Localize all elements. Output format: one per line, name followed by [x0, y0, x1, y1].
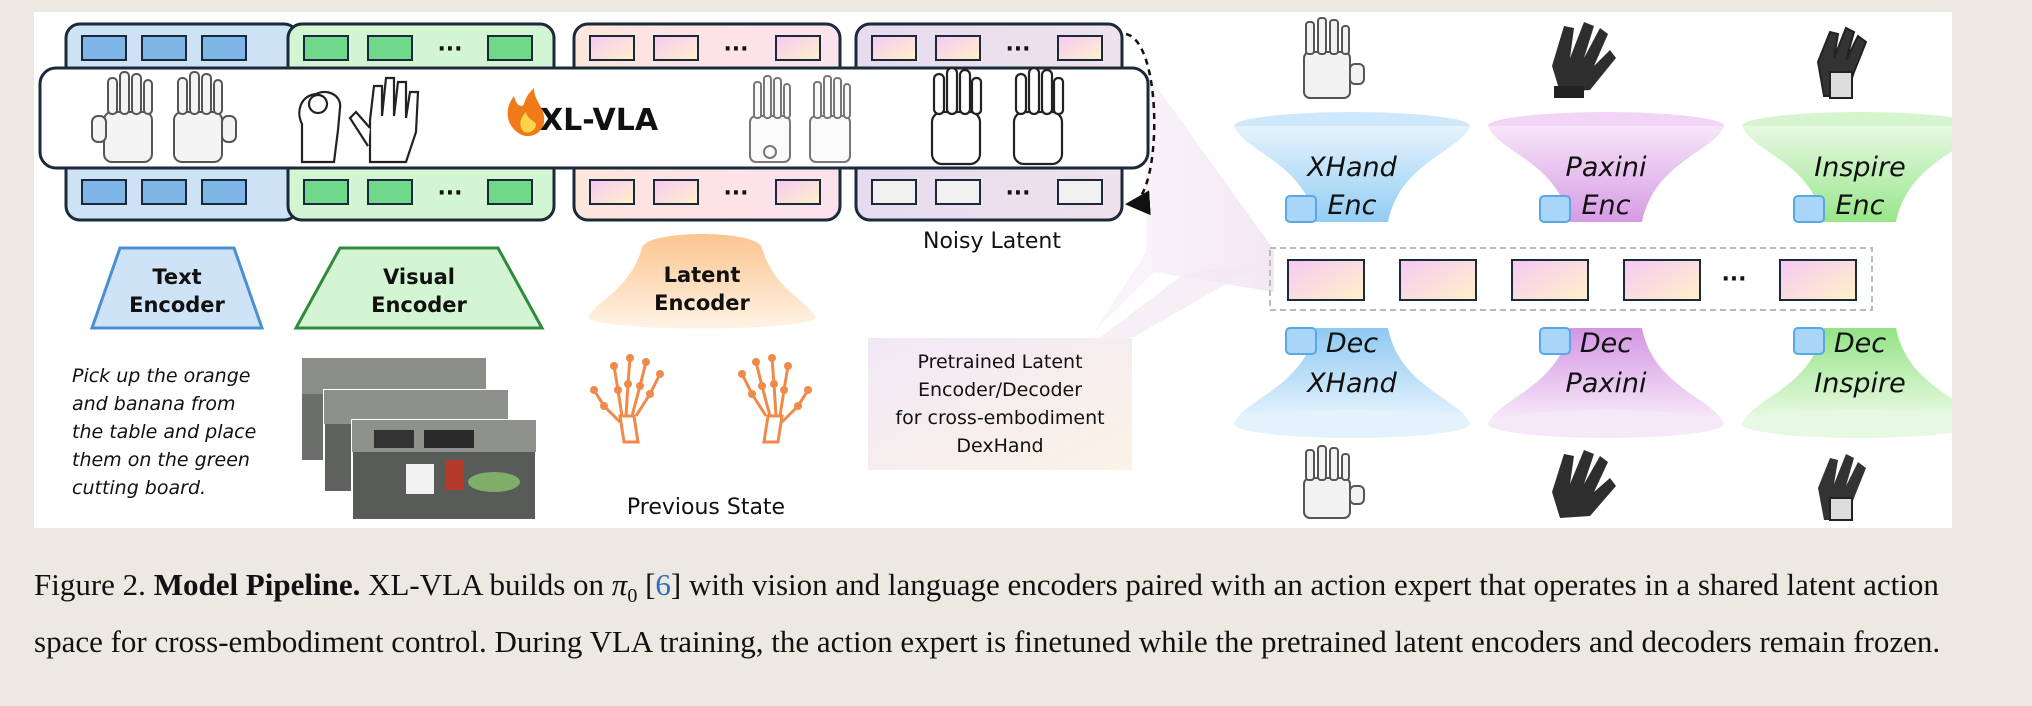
frozen-ice-icon — [1539, 195, 1571, 223]
flame-icon — [507, 88, 545, 137]
xhand-decoder: Dec XHand — [1234, 327, 1470, 438]
caption-title: Model Pipeline. — [153, 567, 361, 602]
paxini-decoder-line1: Dec — [1580, 328, 1632, 359]
figure-caption: Figure 2. Model Pipeline. XL-VLA builds … — [34, 562, 1964, 664]
paxini-decoder-line2: Paxini — [1566, 368, 1647, 399]
frozen-ice-icon — [1285, 327, 1317, 355]
noisy-latent-label: Noisy Latent — [923, 229, 1061, 254]
inspire-decoder-line2: Inspire — [1814, 368, 1906, 399]
banner-title: XL-VLA — [540, 103, 659, 138]
text-encoder-line2: Encoder — [129, 293, 225, 317]
denoise-feedback-arrow — [1125, 32, 1156, 216]
pipeline-figure: ··· ··· ··· ··· ··· ··· — [34, 12, 1952, 528]
inspire-decoder-line1: Dec — [1834, 328, 1886, 359]
frozen-ice-icon — [1285, 195, 1317, 223]
xhand-encoder-line2: Enc — [1327, 190, 1376, 221]
inspire-encoder-line2: Enc — [1835, 190, 1884, 221]
latent-ellipsis: ··· — [1721, 267, 1746, 292]
frozen-ice-icon — [1793, 327, 1825, 355]
inspire-encoder-line1: Inspire — [1814, 152, 1906, 183]
inspire-pair-icon — [749, 75, 851, 163]
caption-text-a: XL-VLA builds on — [368, 567, 605, 602]
paxini-encoder-line1: Paxini — [1566, 152, 1647, 183]
camera-frames-image — [302, 358, 537, 521]
outline-hand-pair-icon — [930, 66, 1065, 166]
xhand-decoder-line1: Dec — [1326, 328, 1378, 359]
svg-text:the table and place: the table and place — [72, 421, 256, 443]
xhand-robot-output-icon — [1303, 445, 1365, 519]
inspire-decoder: Dec Inspire — [1742, 327, 1952, 438]
caption-citation[interactable]: [6] — [645, 567, 682, 602]
projection-beam — [1094, 72, 1274, 332]
projection-beam-lower — [1094, 262, 1264, 342]
svg-text:them on the green: them on the green — [72, 449, 250, 471]
hand-skeleton-icon — [590, 354, 812, 444]
instruction-text: Pick up the orange and banana from the t… — [72, 365, 256, 499]
noisy-ellipsis-bottom: ··· — [1005, 181, 1030, 206]
svg-text:cutting board.: cutting board. — [72, 477, 206, 499]
visual-ellipsis-top: ··· — [437, 37, 462, 62]
previous-state-label: Previous State — [627, 495, 785, 520]
svg-text:Pretrained Latent: Pretrained Latent — [917, 351, 1082, 373]
pretrained-latent-box: Pretrained Latent Encoder/Decoder for cr… — [868, 338, 1132, 470]
text-encoder-line1: Text — [152, 265, 201, 289]
inspire-robot-icon — [1816, 26, 1868, 99]
latent-encoder: Latent Encoder — [588, 234, 816, 329]
paxini-encoder: Paxini Enc — [1488, 112, 1724, 223]
xhand-decoder-line2: XHand — [1305, 368, 1397, 399]
xhand-encoder: XHand Enc — [1234, 112, 1470, 223]
svg-text:for cross-embodiment: for cross-embodiment — [895, 407, 1104, 429]
caption-label: Figure 2. — [34, 567, 146, 602]
text-encoder: Text Encoder — [89, 246, 265, 330]
frozen-ice-icon — [1539, 327, 1571, 355]
visual-encoder: Visual Encoder — [293, 246, 545, 330]
hand-gesture-pair-icon — [298, 76, 420, 164]
svg-text:Encoder/Decoder: Encoder/Decoder — [918, 379, 1082, 401]
caption-text-b: with vision and language encoders paired… — [34, 567, 1941, 660]
paxini-robot-output-icon — [1552, 450, 1616, 518]
visual-ellipsis-bottom: ··· — [437, 181, 462, 206]
inspire-robot-output-icon — [1818, 454, 1866, 521]
inspire-encoder: Inspire Enc — [1742, 112, 1952, 223]
state-ellipsis-bottom: ··· — [723, 181, 748, 206]
svg-text:Pick up the orange: Pick up the orange — [72, 365, 250, 387]
paxini-decoder: Dec Paxini — [1488, 327, 1724, 438]
xhand-robot-icon — [1303, 17, 1365, 99]
xhand-encoder-line1: XHand — [1305, 152, 1397, 183]
visual-encoder-line2: Encoder — [371, 293, 467, 317]
paxini-robot-icon — [1552, 22, 1616, 98]
xhand-pair-icon — [91, 71, 237, 163]
visual-encoder-line1: Visual — [383, 265, 455, 289]
frozen-ice-icon — [1793, 195, 1825, 223]
latent-encoder-line1: Latent — [664, 263, 741, 287]
paxini-encoder-line2: Enc — [1581, 190, 1630, 221]
shared-latent-tokens: ··· — [1269, 247, 1873, 311]
svg-text:and banana from: and banana from — [72, 393, 236, 415]
caption-pi: π0 — [611, 567, 638, 608]
latent-encoder-line2: Encoder — [654, 291, 750, 315]
noisy-ellipsis-top: ··· — [1005, 37, 1030, 62]
state-ellipsis-top: ··· — [723, 37, 748, 62]
svg-text:DexHand: DexHand — [956, 435, 1043, 457]
